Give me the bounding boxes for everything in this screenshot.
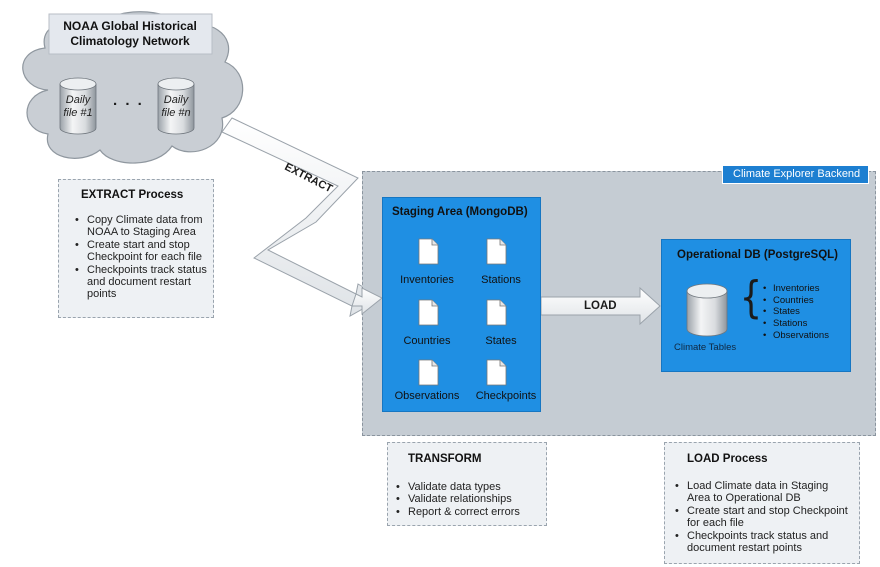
load-note-item: Load Climate data in Staging Area to Ope… xyxy=(675,480,853,505)
cloud-title-line2: Climatology Network xyxy=(70,34,190,48)
daily-file-n-line2: file #n xyxy=(161,107,191,119)
transform-note-list: Validate data types Validate relationshi… xyxy=(396,481,542,519)
daily-file-1-line2: file #1 xyxy=(63,107,93,119)
operational-table-item: Countries xyxy=(763,295,829,307)
staging-doc-observations: Observations xyxy=(394,390,460,402)
cloud-title-line1: NOAA Global Historical xyxy=(63,19,197,33)
load-process-note: LOAD Process Load Climate data in Stagin… xyxy=(664,442,860,564)
load-note-list: Load Climate data in Staging Area to Ope… xyxy=(675,480,853,554)
document-icon xyxy=(486,359,507,386)
staging-doc-states: States xyxy=(485,335,517,347)
files-ellipsis: . . . xyxy=(113,92,144,109)
extract-note-item: Create start and stop Checkpoint for eac… xyxy=(75,239,207,264)
staging-title: Staging Area (MongoDB) xyxy=(392,206,528,218)
transform-note-item: Report & correct errors xyxy=(396,506,542,519)
extract-note-item: Copy Climate data from NOAA to Staging A… xyxy=(75,214,207,239)
daily-file-n-label: Daily file #n xyxy=(158,94,194,120)
operational-table-item: States xyxy=(763,306,829,318)
load-note-title: LOAD Process xyxy=(687,453,768,465)
staging-doc-countries: Countries xyxy=(403,335,451,347)
extract-note-item: Checkpoints track status and document re… xyxy=(75,264,207,301)
operational-db-cylinder xyxy=(686,283,728,337)
staging-doc-icons xyxy=(418,238,507,386)
daily-file-n-line1: Daily xyxy=(163,94,189,106)
transform-note-item: Validate data types xyxy=(396,481,542,494)
cloud-title: NOAA Global Historical Climatology Netwo… xyxy=(50,19,210,49)
transform-note: TRANSFORM Validate data types Validate r… xyxy=(387,442,547,526)
staging-doc-inventories: Inventories xyxy=(400,274,454,286)
db-label: Climate Tables xyxy=(674,342,737,353)
transform-note-item: Validate relationships xyxy=(396,493,542,506)
document-icon xyxy=(486,299,507,326)
staging-doc-stations: Stations xyxy=(481,274,521,286)
daily-file-1-cylinder xyxy=(59,77,97,135)
load-arrow-body xyxy=(540,286,661,326)
document-icon xyxy=(486,238,507,265)
load-note-item: Checkpoints track status and document re… xyxy=(675,530,853,555)
brace-symbol: { xyxy=(739,272,763,323)
daily-file-1-line1: Daily xyxy=(65,94,91,106)
staging-doc-checkpoints: Checkpoints xyxy=(475,390,537,402)
operational-title: Operational DB (PostgreSQL) xyxy=(677,249,839,261)
backend-title: Climate Explorer Backend xyxy=(722,164,875,184)
document-icon xyxy=(418,238,439,265)
staging-area: Staging Area (MongoDB) xyxy=(382,197,541,412)
daily-file-1-label: Daily file #1 xyxy=(60,94,96,120)
database-icon xyxy=(686,283,728,337)
extract-arrow-head xyxy=(351,287,383,316)
backend-title-badge: Climate Explorer Backend xyxy=(722,165,870,184)
load-note-item: Create start and stop Checkpoint for eac… xyxy=(675,505,853,530)
operational-table-item: Stations xyxy=(763,318,829,330)
operational-table-item: Inventories xyxy=(763,283,829,295)
transform-note-title: TRANSFORM xyxy=(408,453,482,465)
extract-note-title: EXTRACT Process xyxy=(81,189,184,201)
cloud-title-box xyxy=(48,13,213,55)
daily-file-n-cylinder xyxy=(157,77,195,135)
extract-process-note: EXTRACT Process Copy Climate data from N… xyxy=(58,179,214,318)
document-icon xyxy=(418,299,439,326)
extract-note-list: Copy Climate data from NOAA to Staging A… xyxy=(75,214,207,301)
load-arrow-label: LOAD xyxy=(584,300,617,312)
operational-table-item: Observations xyxy=(763,330,829,342)
document-icon xyxy=(418,359,439,386)
operational-table-list: Inventories Countries States Stations Ob… xyxy=(763,283,829,342)
